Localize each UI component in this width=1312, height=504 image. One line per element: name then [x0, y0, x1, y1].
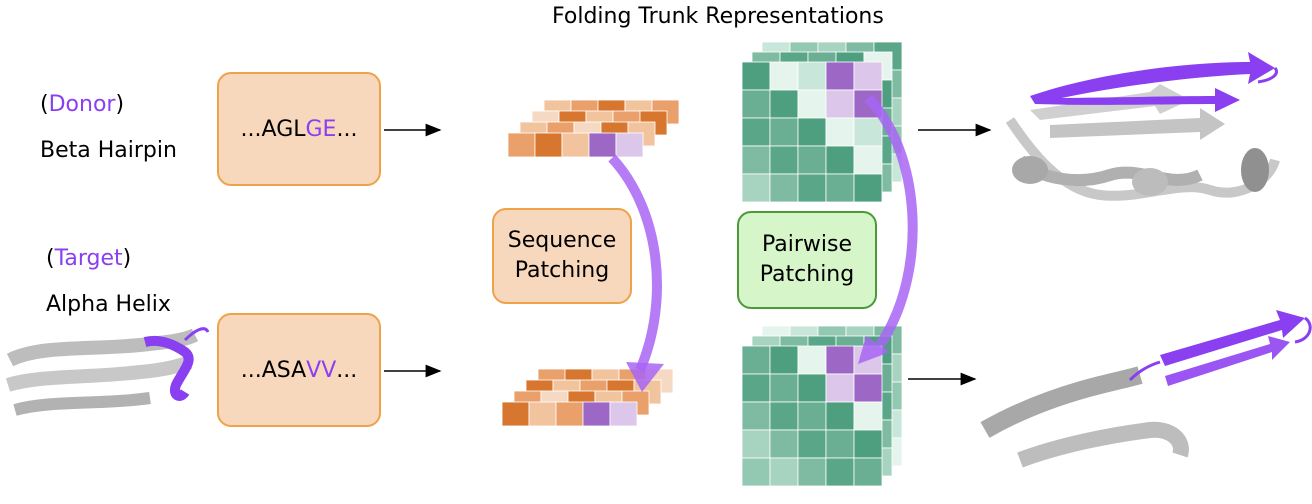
protein-structure-icon	[1005, 52, 1280, 201]
pairwise-cell	[769, 145, 799, 175]
pairwise-cell	[797, 457, 827, 487]
pairwise-cell	[825, 429, 855, 459]
pairwise-cell	[741, 61, 771, 91]
sequence-cell	[615, 132, 644, 158]
pairwise-cell	[769, 117, 799, 147]
pairwise-cell	[825, 373, 855, 403]
pairwise-cell	[741, 373, 771, 403]
donor-paren-close: )	[115, 92, 125, 117]
patch-arrow-icon	[608, 154, 662, 372]
sequence-cell	[555, 401, 584, 427]
sequence-cell	[609, 401, 638, 427]
protein-structure-icon	[5, 327, 210, 416]
pairwise-cell	[853, 429, 883, 459]
pairwise-cell	[769, 429, 799, 459]
donor-seq-start: ...AGL	[240, 116, 306, 142]
pairwise-cell	[853, 117, 883, 147]
donor-pairwise-representation	[741, 41, 903, 203]
pairwise-patching-line1: Pairwise	[761, 232, 853, 257]
pairwise-cell	[741, 401, 771, 431]
pairwise-cell	[741, 429, 771, 459]
pairwise-cell	[797, 173, 827, 203]
sequence-cell	[561, 132, 590, 158]
pairwise-cell	[853, 173, 883, 203]
donor-seq-end: ...	[336, 116, 358, 142]
target-sequence-representation	[501, 368, 674, 427]
pairwise-cell	[741, 173, 771, 203]
sequence-cell	[534, 132, 563, 158]
pairwise-cell	[825, 61, 855, 91]
pairwise-cell	[797, 61, 827, 91]
target-seq-end: ...	[336, 357, 358, 383]
pairwise-cell	[797, 401, 827, 431]
pairwise-cell	[853, 373, 883, 403]
patch-arrow-icon	[858, 336, 890, 364]
patch-arrow-icon	[864, 94, 918, 348]
sequence-cell	[528, 401, 557, 427]
target-seq-start: ...ASA	[240, 357, 307, 383]
pairwise-cell	[769, 173, 799, 203]
pairwise-cell	[741, 117, 771, 147]
sequence-patching-line2: Patching	[514, 258, 610, 283]
target-paren-close: )	[122, 246, 132, 271]
sequence-patching-box: Sequence Patching	[492, 208, 632, 304]
pairwise-cell	[825, 145, 855, 175]
sequence-cell	[588, 132, 617, 158]
target-role-label: (Target)	[46, 246, 131, 271]
pairwise-patching-box: Pairwise Patching	[737, 211, 877, 309]
sequence-cell	[507, 132, 536, 158]
target-structure-label: Alpha Helix	[46, 292, 171, 317]
pairwise-cell	[769, 457, 799, 487]
pairwise-cell	[825, 173, 855, 203]
pairwise-cell	[825, 457, 855, 487]
pairwise-cell	[797, 117, 827, 147]
donor-paren-open: (	[40, 92, 49, 117]
pairwise-cell	[797, 429, 827, 459]
sequence-cell	[582, 401, 611, 427]
pairwise-cell	[797, 89, 827, 119]
diagram-title: Folding Trunk Representations	[552, 4, 884, 29]
pairwise-cell	[741, 145, 771, 175]
sequence-patching-line1: Sequence	[507, 228, 617, 253]
pairwise-cell	[825, 89, 855, 119]
pairwise-cell	[769, 89, 799, 119]
pairwise-cell	[769, 61, 799, 91]
pairwise-cell	[797, 345, 827, 375]
pairwise-cell	[853, 145, 883, 175]
pairwise-cell	[853, 401, 883, 431]
pairwise-cell	[769, 401, 799, 431]
pairwise-cell	[797, 145, 827, 175]
target-paren-open: (	[46, 246, 55, 271]
donor-sequence-representation	[507, 99, 680, 158]
pairwise-cell	[853, 61, 883, 91]
sequence-cell	[501, 401, 530, 427]
pairwise-cell	[797, 373, 827, 403]
protein-structure-icon	[980, 310, 1312, 468]
donor-role: Donor	[48, 92, 116, 117]
pairwise-cell	[825, 401, 855, 431]
donor-role-label: (Donor)	[40, 92, 124, 117]
donor-structure-label: Beta Hairpin	[40, 138, 177, 163]
pairwise-cell	[741, 89, 771, 119]
pairwise-cell	[769, 345, 799, 375]
pairwise-cell	[825, 117, 855, 147]
pairwise-patching-line2: Patching	[759, 262, 855, 287]
pairwise-cell	[741, 345, 771, 375]
donor-seq-highlight: GE	[305, 116, 337, 142]
target-role: Target	[54, 246, 123, 271]
pairwise-cell	[741, 457, 771, 487]
pairwise-cell	[853, 457, 883, 487]
target-seq-highlight: VV	[306, 357, 337, 383]
pairwise-cell	[769, 373, 799, 403]
pairwise-cell	[825, 345, 855, 375]
patch-arrow-icon	[626, 362, 664, 392]
